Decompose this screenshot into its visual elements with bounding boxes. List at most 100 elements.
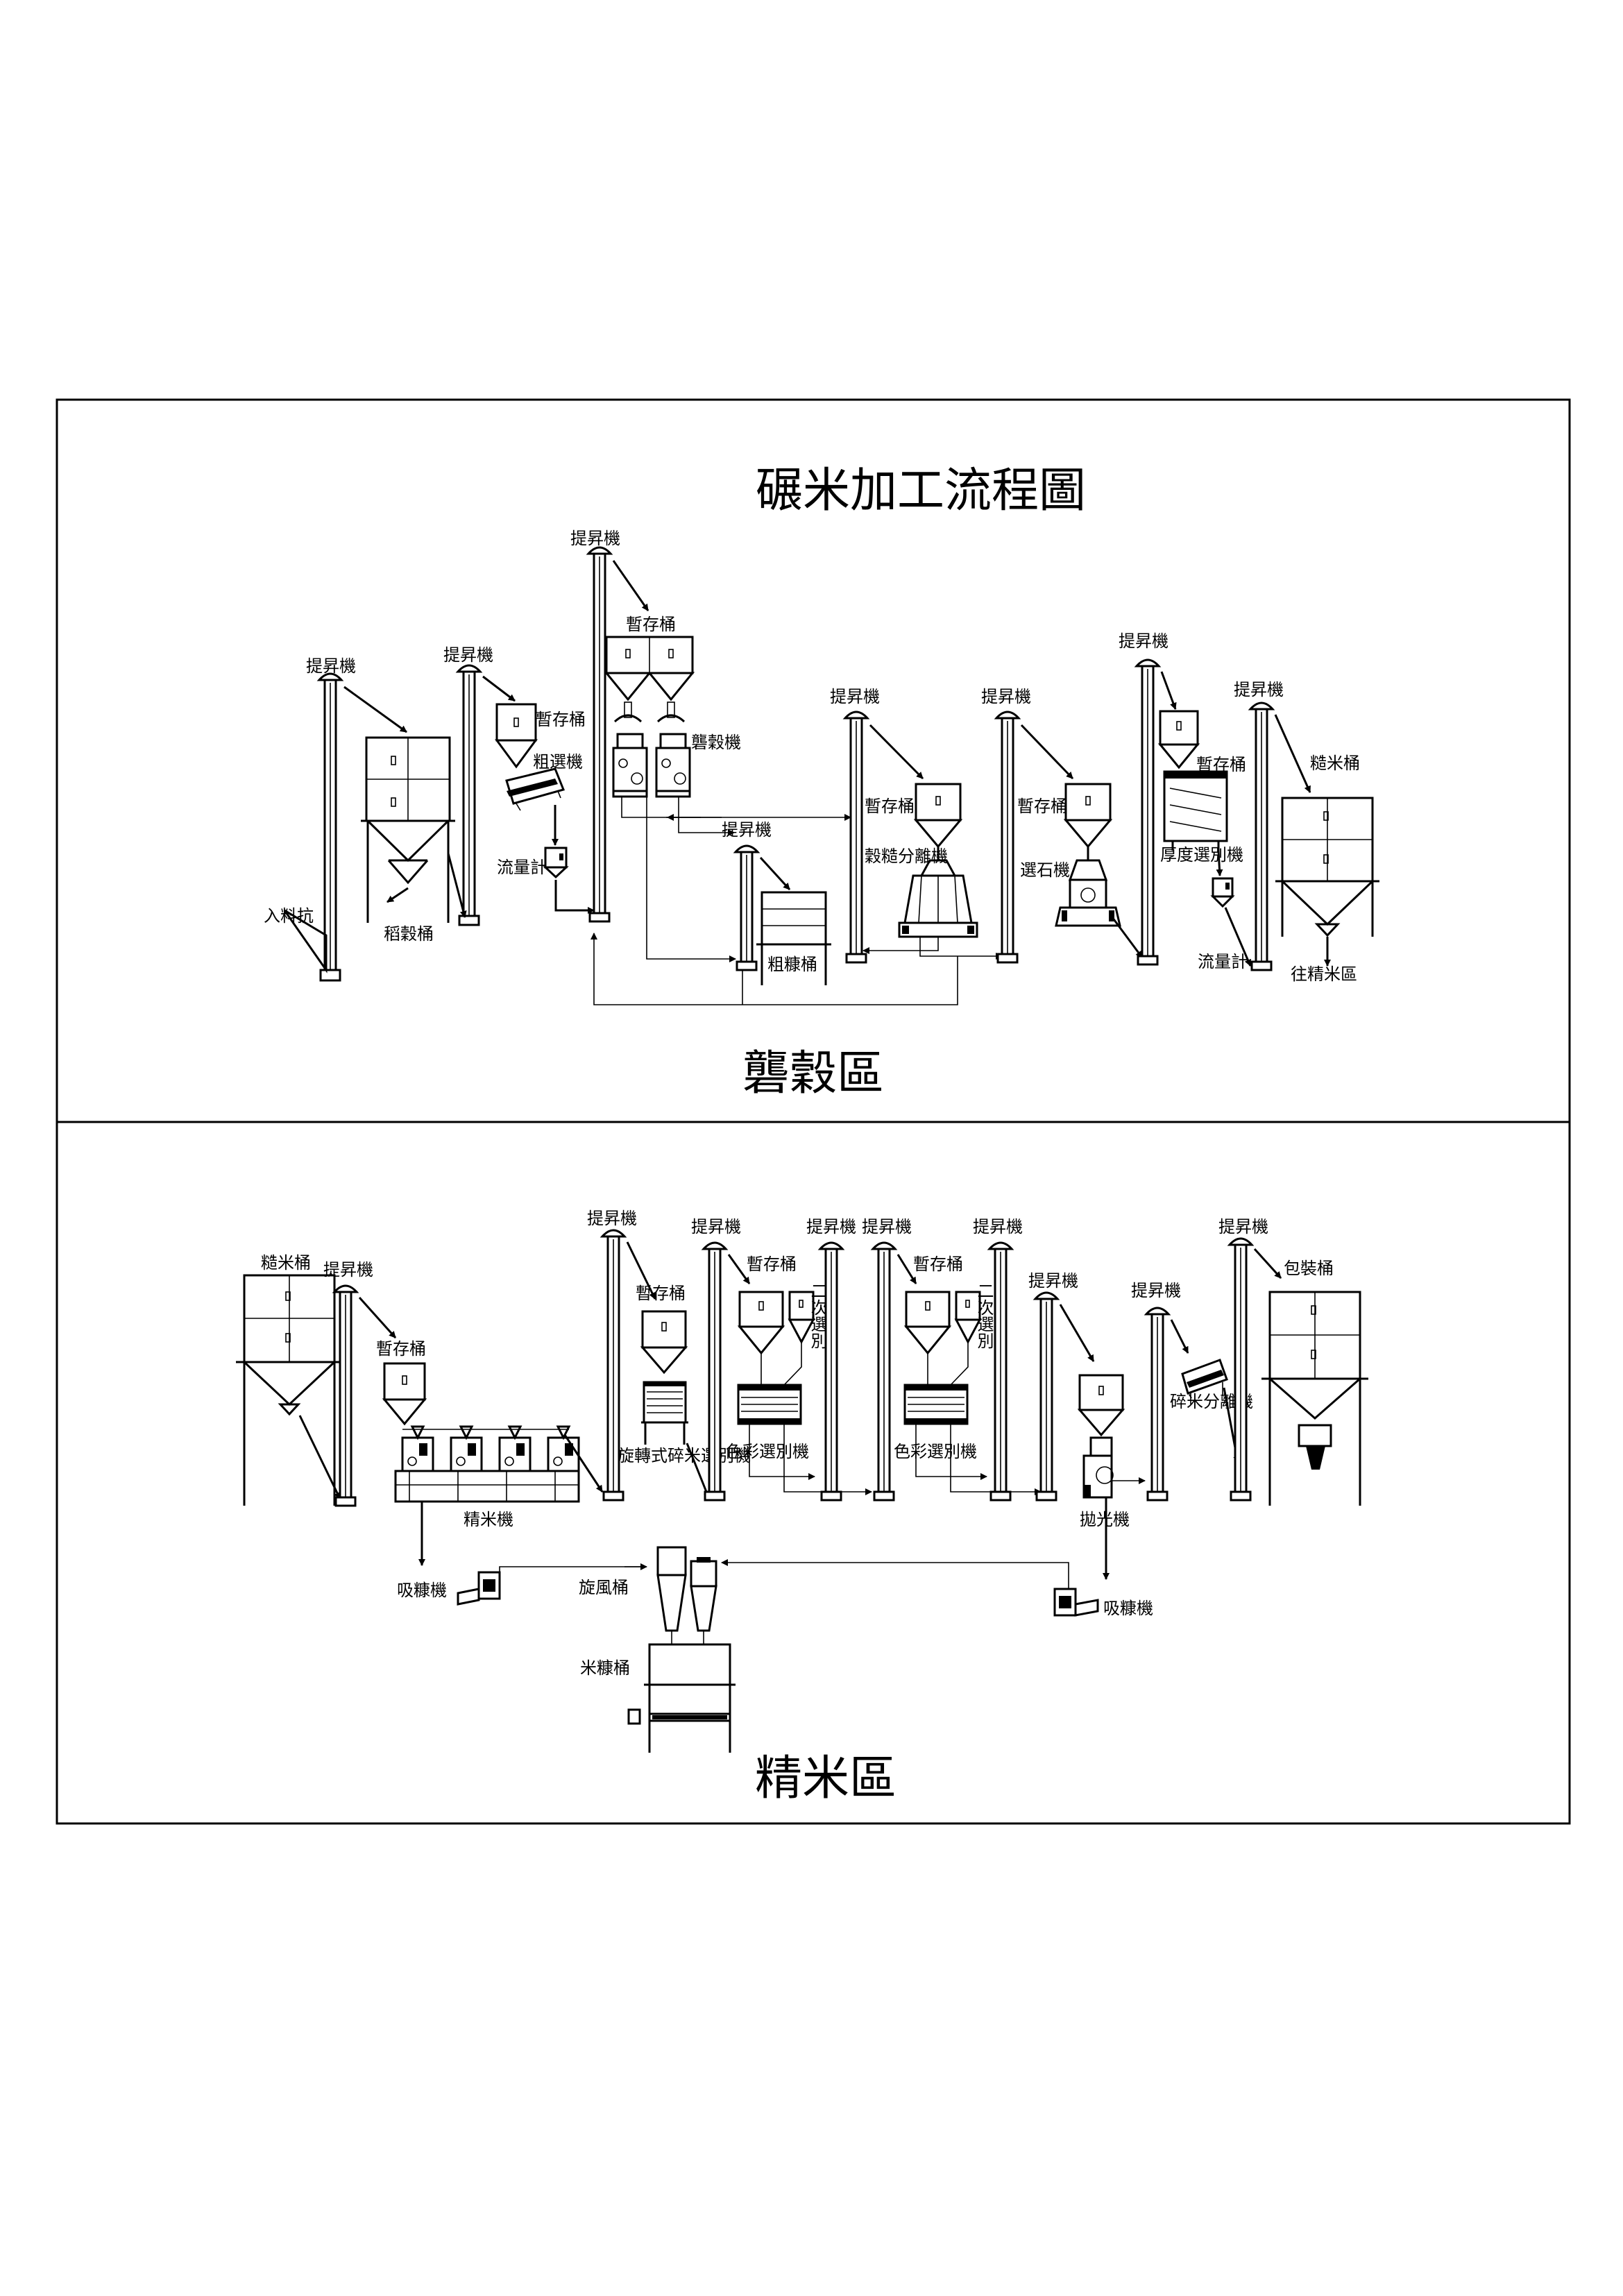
elevator-label: 提昇機 (691, 1217, 741, 1236)
elevator-label: 提昇機 (1234, 680, 1284, 699)
flow-arrow (298, 1415, 341, 1499)
temp-bin-label: 暫存桶 (913, 1255, 963, 1274)
temp-bin (1157, 710, 1200, 769)
elevator-label: 提昇機 (306, 656, 356, 676)
polisher-label: 拋光機 (1080, 1510, 1130, 1529)
flow-line (783, 1342, 802, 1386)
cyclone (656, 1546, 717, 1632)
secondary-bin (788, 1291, 815, 1345)
flow-arrow (1216, 850, 1223, 876)
bucket-elevator (1227, 1237, 1255, 1502)
secondary-bin (954, 1291, 982, 1345)
elevator-label: 提昇機 (722, 820, 772, 840)
temp-bin-label: 暫存桶 (636, 1284, 686, 1303)
brown-rice-bin (236, 1274, 343, 1506)
husker (655, 701, 691, 798)
whitener (401, 1425, 434, 1472)
temp-bin-label: 暫存桶 (376, 1339, 426, 1359)
flow-arrow (1109, 914, 1144, 958)
bran-suction-label: 吸糠機 (397, 1581, 447, 1600)
flow-line (950, 1342, 969, 1386)
flow-arrow (783, 1424, 872, 1495)
brown-rice-bin (1275, 797, 1379, 937)
entry-pit-label: 入料抗 (264, 906, 314, 926)
temp-bin (382, 1362, 427, 1426)
entry-pit-hopper (283, 909, 328, 973)
flow-meter (543, 847, 569, 879)
color-sorter (737, 1384, 802, 1425)
flow-arrow (554, 880, 595, 914)
rice-bran-bin-label: 米糠桶 (580, 1658, 630, 1678)
flow-line (499, 1566, 645, 1578)
temp-bin-label: 暫存桶 (1017, 797, 1067, 816)
flow-arrow (447, 853, 467, 918)
flow-meter-label: 流量計 (497, 858, 547, 877)
temp-bin-label: 暫存桶 (536, 710, 586, 729)
color-sorter-label: 色彩選別機 (726, 1442, 809, 1461)
elevator-label: 提昇機 (570, 529, 620, 548)
flow-arrow (343, 686, 407, 733)
brown-rice-bin-label: 糙米桶 (1310, 754, 1360, 773)
color-sorter-label: 色彩選別機 (894, 1442, 977, 1461)
color-sorter (903, 1384, 969, 1425)
temp-bin (1063, 783, 1113, 860)
bucket-elevator (332, 1284, 359, 1507)
flow-arrow (749, 1424, 815, 1480)
elevator-label: 提昇機 (806, 1217, 856, 1236)
elevator-label: 提昇機 (973, 1217, 1023, 1236)
elevator-label: 提昇機 (587, 1209, 637, 1228)
cyclone-label: 旋風桶 (579, 1578, 629, 1597)
rotary-sieve (641, 1381, 688, 1445)
bucket-elevator (600, 1229, 627, 1502)
temp-bin (903, 1291, 952, 1355)
paddy-separator (898, 859, 978, 938)
double-temp-bin (604, 636, 695, 701)
to-polish-label: 往精米區 (1291, 964, 1357, 984)
bran-suction-label: 吸糠機 (1103, 1599, 1153, 1618)
return-flow-arrow (590, 933, 958, 1005)
flow-meter-label: 流量計 (1198, 952, 1248, 971)
bucket-elevator (1248, 701, 1275, 971)
flow-arrow (897, 1254, 917, 1284)
flow-arrow (646, 797, 736, 962)
flow-arrow (358, 1296, 397, 1339)
bucket-elevator (586, 546, 613, 923)
temp-bin-label: 暫存桶 (865, 797, 915, 816)
temp-bin (640, 1310, 688, 1375)
secondary-label: 二次選別 (808, 1282, 827, 1349)
elevator-label: 提昇機 (862, 1217, 912, 1236)
husker (612, 701, 648, 798)
flow-arrow (563, 1434, 604, 1493)
bucket-elevator (1033, 1291, 1060, 1502)
bucket-elevator (842, 711, 870, 964)
flow-arrow (1020, 724, 1074, 780)
flow-arrow (759, 856, 791, 891)
flow-arrow (1059, 1304, 1095, 1362)
flow-arrow (721, 1559, 1069, 1589)
brown-rice-bin-label: 糙米桶 (261, 1253, 311, 1273)
paddy-bin (361, 736, 455, 923)
flow-arrow (863, 937, 939, 954)
elevator-label: 提昇機 (323, 1260, 373, 1279)
temp-bin (1077, 1374, 1125, 1437)
whitener-label: 精米機 (464, 1510, 513, 1529)
temp-bin (913, 783, 963, 860)
diagram-title: 碾米加工流程圖 (756, 464, 1086, 518)
pre-cleaner-label: 粗選機 (533, 752, 583, 772)
bucket-elevator (817, 1241, 845, 1502)
elevator-label: 提昇機 (1028, 1271, 1078, 1291)
whitener (498, 1425, 532, 1472)
diagram-frame (56, 398, 1571, 1825)
elevator-label: 提昇機 (981, 687, 1031, 706)
flow-arrow (869, 724, 924, 780)
packing-bin-label: 包裝桶 (1284, 1259, 1334, 1278)
flow-arrow (915, 1424, 987, 1480)
packing-bin (1261, 1291, 1368, 1506)
rotary-sieve-label: 旋轉式碎米選別機 (618, 1446, 751, 1465)
flow-arrow (727, 1254, 751, 1284)
destoner-label: 選石機 (1020, 860, 1070, 880)
flow-arrow (919, 937, 1003, 960)
elevator-label: 提昇機 (443, 645, 493, 665)
temp-bin-label: 暫存桶 (747, 1255, 797, 1274)
whitener-base-detail (396, 1471, 579, 1502)
